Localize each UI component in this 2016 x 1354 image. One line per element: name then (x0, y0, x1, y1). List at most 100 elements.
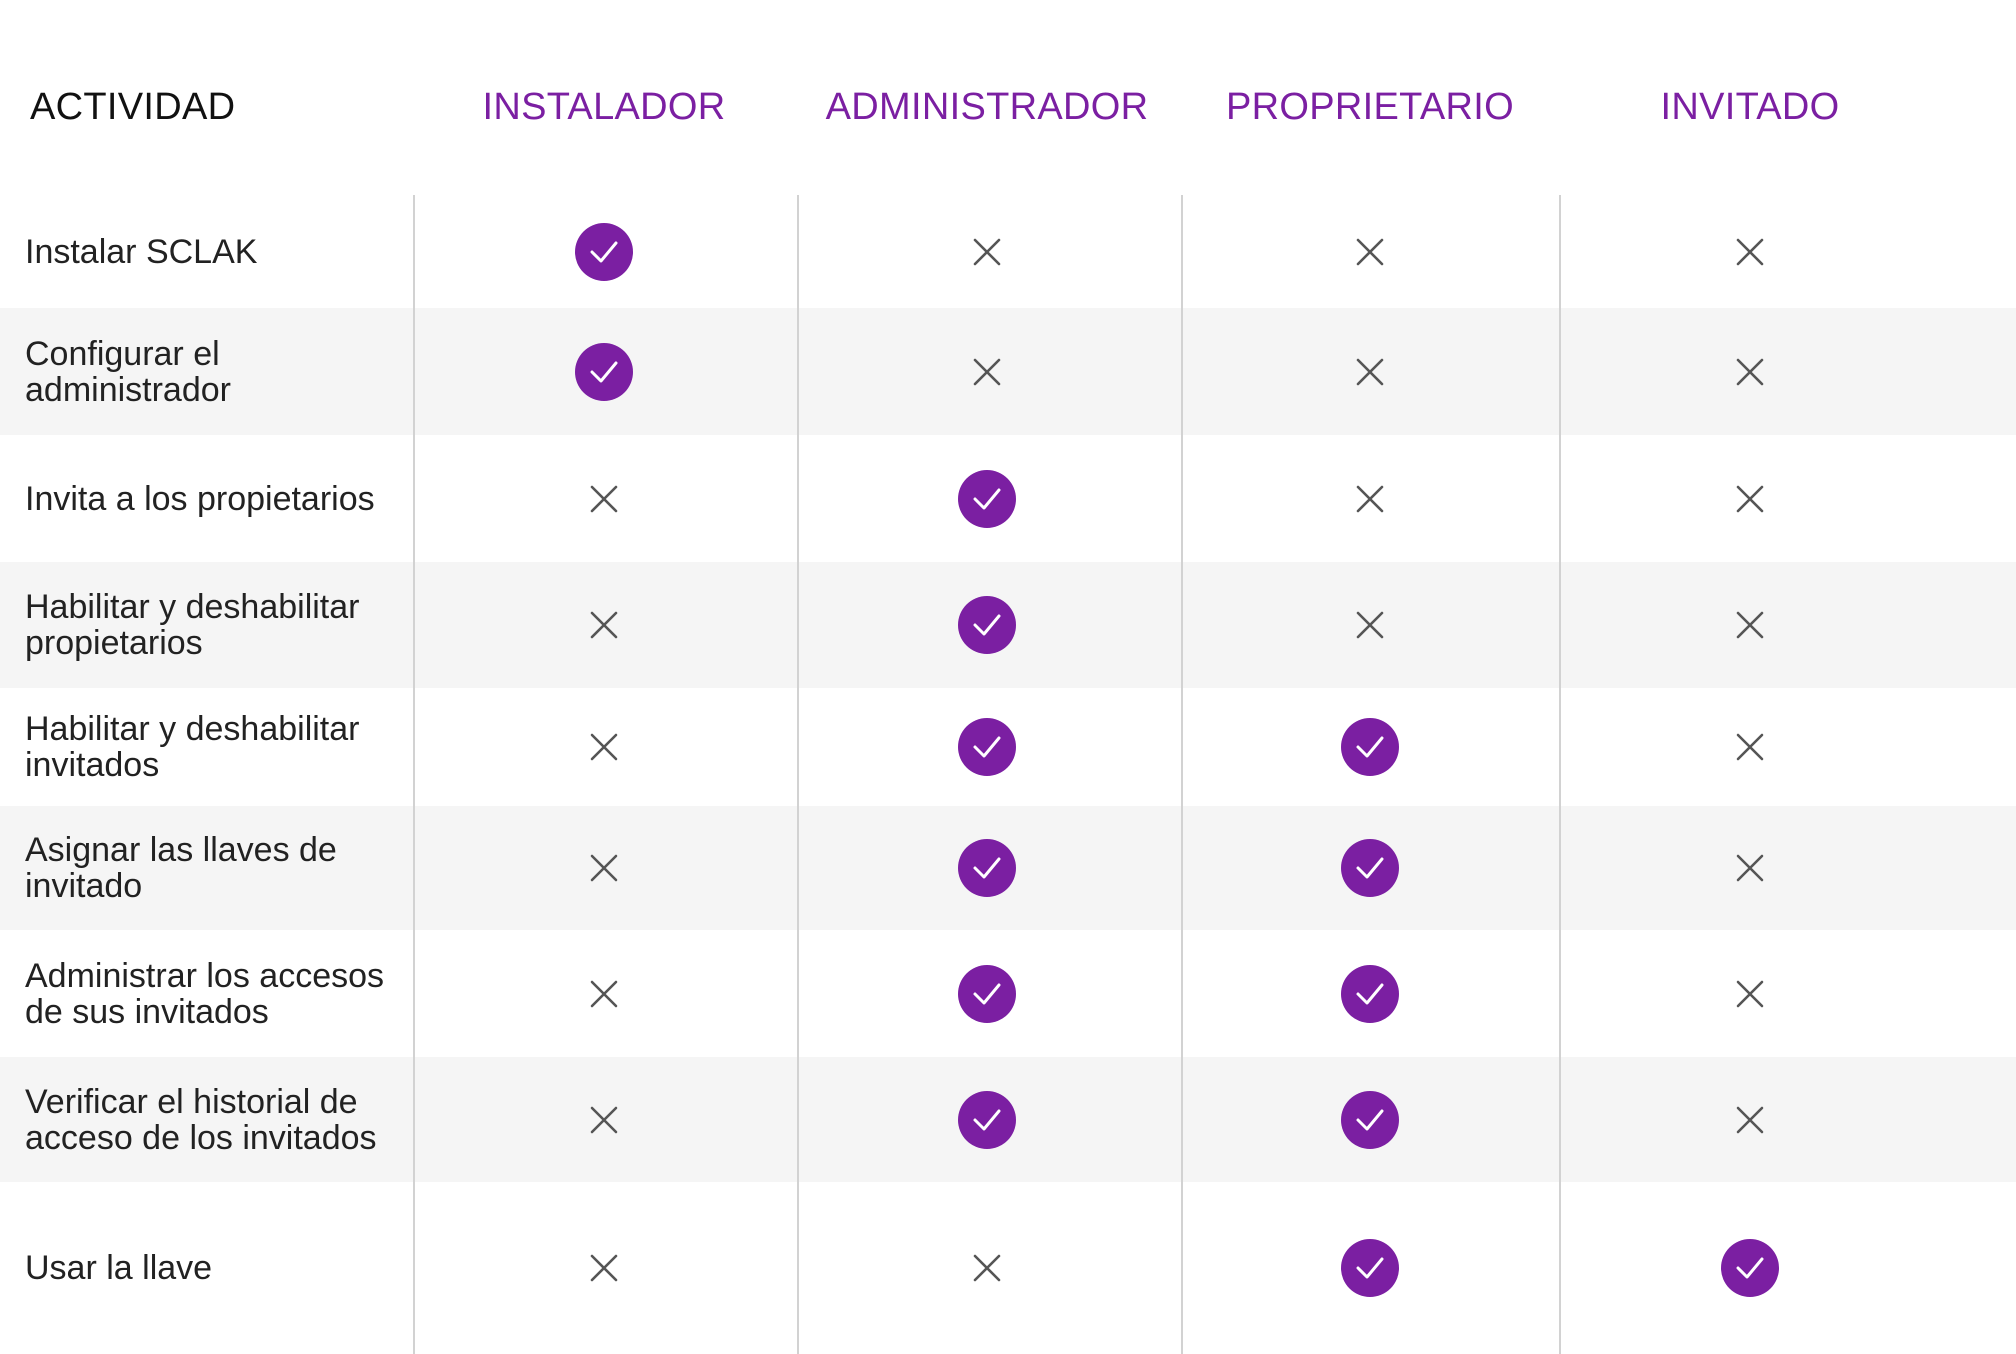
x-mark-icon (1733, 730, 1767, 764)
permission-cell-invitado (1690, 1182, 1810, 1354)
check-circle-icon (575, 342, 633, 401)
activity-label: Habilitar y deshabilitar invitados (25, 710, 360, 784)
check-circle-icon (958, 596, 1016, 654)
check-circle-icon (958, 964, 1016, 1023)
permission-cell-invitado (1690, 562, 1810, 688)
table-row: Usar la llave (0, 1182, 2016, 1354)
x-mark-icon (1733, 977, 1767, 1011)
permission-cell-instalador (544, 1057, 664, 1182)
permission-cell-instalador (544, 806, 664, 930)
permission-cell-invitado (1690, 308, 1810, 435)
table-row: Verificar el historial de acceso de los … (0, 1057, 2016, 1182)
x-mark-icon (1733, 482, 1767, 516)
check-circle-icon (1341, 1239, 1399, 1297)
permission-cell-proprietario (1310, 930, 1430, 1057)
permission-cell-invitado (1690, 688, 1810, 806)
table-row: Habilitar y deshabilitar invitados (0, 688, 2016, 806)
activity-label: Habilitar y deshabilitar propietarios (25, 588, 360, 662)
table-row: Habilitar y deshabilitar propietarios (0, 562, 2016, 688)
permission-cell-instalador (544, 930, 664, 1057)
x-mark-icon (1353, 608, 1387, 642)
table-row: Asignar las llaves de invitado (0, 806, 2016, 930)
permission-cell-instalador (544, 435, 664, 562)
x-mark-icon (1733, 851, 1767, 885)
x-mark-icon (587, 1251, 621, 1285)
check-circle-icon (958, 839, 1016, 897)
permission-cell-invitado (1690, 1057, 1810, 1182)
check-circle-icon (1341, 964, 1399, 1023)
x-mark-icon (1353, 482, 1387, 516)
x-mark-icon (1733, 235, 1767, 269)
x-mark-icon (1353, 355, 1387, 389)
activity-label: Administrar los accesos de sus invitados (25, 956, 385, 1031)
x-mark-icon (587, 608, 621, 642)
permission-cell-proprietario (1310, 1057, 1430, 1182)
permission-cell-proprietario (1310, 195, 1430, 308)
check-circle-icon (958, 469, 1016, 528)
x-mark-icon (587, 482, 621, 516)
activity-label: Instalar SCLAK (25, 232, 258, 271)
permission-cell-invitado (1690, 435, 1810, 562)
activity-label: Invita a los propietarios (25, 479, 375, 518)
permission-cell-proprietario (1310, 308, 1430, 435)
permission-cell-proprietario (1310, 562, 1430, 688)
header-role-invitado: INVITADO (1660, 85, 1840, 128)
x-mark-icon (1733, 1103, 1767, 1137)
permission-cell-invitado (1690, 195, 1810, 308)
permission-cell-instalador (544, 688, 664, 806)
check-circle-icon (1721, 1239, 1779, 1297)
permission-cell-proprietario (1310, 806, 1430, 930)
activity-label: Verificar el historial de acceso de los … (25, 1082, 377, 1157)
x-mark-icon (1353, 235, 1387, 269)
permission-cell-administrador (927, 195, 1047, 308)
header-role-administrador: ADMINISTRADOR (825, 85, 1149, 128)
permission-cell-administrador (927, 562, 1047, 688)
activity-label: Usar la llave (25, 1249, 213, 1287)
permission-cell-instalador (544, 308, 664, 435)
check-circle-icon (575, 222, 633, 281)
permission-cell-administrador (927, 1182, 1047, 1354)
x-mark-icon (970, 235, 1004, 269)
table-row: Administrar los accesos de sus invitados (0, 930, 2016, 1057)
permission-cell-administrador (927, 1057, 1047, 1182)
permission-cell-administrador (927, 308, 1047, 435)
activity-label: Configurar el administrador (25, 334, 231, 409)
permission-cell-administrador (927, 806, 1047, 930)
permission-cell-invitado (1690, 806, 1810, 930)
header-role-proprietario: PROPRIETARIO (1226, 85, 1514, 128)
check-circle-icon (1341, 1090, 1399, 1149)
permission-cell-proprietario (1310, 435, 1430, 562)
x-mark-icon (587, 1103, 621, 1137)
permission-cell-proprietario (1310, 1182, 1430, 1354)
column-divider (1181, 195, 1183, 1354)
activity-label: Asignar las llaves de invitado (25, 831, 337, 905)
x-mark-icon (1733, 355, 1767, 389)
check-circle-icon (1341, 839, 1399, 897)
permission-cell-instalador (544, 562, 664, 688)
permission-cell-administrador (927, 688, 1047, 806)
check-circle-icon (958, 1090, 1016, 1149)
permission-cell-proprietario (1310, 688, 1430, 806)
column-divider (1559, 195, 1561, 1354)
x-mark-icon (970, 1251, 1004, 1285)
table-row: Configurar el administrador (0, 308, 2016, 435)
permission-cell-administrador (927, 435, 1047, 562)
check-circle-icon (958, 718, 1016, 776)
check-circle-icon (1341, 718, 1399, 776)
permission-cell-administrador (927, 930, 1047, 1057)
x-mark-icon (587, 851, 621, 885)
table-row: Instalar SCLAK (0, 195, 2016, 308)
permission-cell-instalador (544, 195, 664, 308)
header-role-instalador: INSTALADOR (482, 85, 726, 128)
x-mark-icon (1733, 608, 1767, 642)
header-activity: ACTIVIDAD (30, 85, 236, 128)
column-divider (413, 195, 415, 1354)
x-mark-icon (587, 730, 621, 764)
permission-cell-instalador (544, 1182, 664, 1354)
x-mark-icon (970, 355, 1004, 389)
x-mark-icon (587, 977, 621, 1011)
permission-cell-invitado (1690, 930, 1810, 1057)
table-row: Invita a los propietarios (0, 435, 2016, 562)
column-divider (797, 195, 799, 1354)
